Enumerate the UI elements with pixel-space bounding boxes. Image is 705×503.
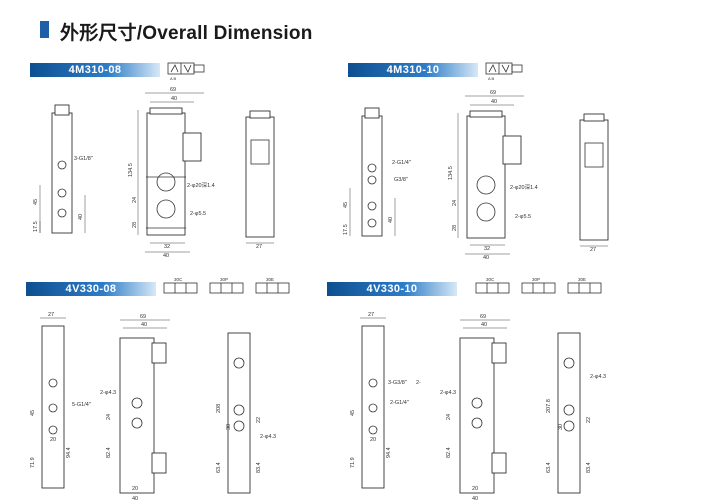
dim-69: 69: [170, 87, 176, 93]
dim-208: 208: [216, 404, 222, 413]
valve-symbols-4v330-08: 30C 30P 30E: [163, 277, 290, 294]
drawing-4m310-10: 45 17.5 40 2-G1/4" G3/8" 69 40 134.5 24 …: [343, 90, 609, 261]
dim-40-top: 40: [481, 322, 487, 328]
drawing-4m310-08: 45 17.5 40 3-G1/8" 69 40 134.5 24 28 2-φ…: [33, 87, 275, 259]
dim-94-4: 94.4: [386, 447, 392, 458]
dim-40-bottom: 40: [483, 255, 489, 261]
dim-27: 27: [256, 244, 262, 250]
dim-28: 28: [132, 222, 138, 228]
dim-24: 24: [132, 197, 138, 203]
symbol-label-30e: 30E: [266, 277, 274, 282]
dim-134-5: 134.5: [448, 166, 454, 180]
dim-40: 40: [388, 217, 394, 223]
drawing-4v330-10: 27 3-G3/8" 2-G1/4" 2- 45 20 71.9 94.4 69…: [350, 312, 606, 502]
dim-63-4: 63.4: [216, 462, 222, 473]
dim-83-4: 83.4: [586, 462, 592, 473]
port-label: 5-G1/4": [72, 402, 91, 408]
dim-40-top: 40: [171, 96, 177, 102]
dim-32: 32: [484, 246, 490, 252]
dim-17-5: 17.5: [33, 221, 39, 232]
dim-27: 27: [368, 312, 374, 318]
section-bar-4v330-08: 4V330-08: [26, 282, 156, 296]
dim-20-bottom: 20: [132, 486, 138, 492]
dim-69: 69: [490, 90, 496, 96]
dim-45: 45: [30, 410, 36, 416]
dim-40-bottom: 40: [132, 496, 138, 502]
dim-82-4: 82.4: [446, 447, 452, 458]
symbol-label-30e: 30E: [578, 277, 586, 282]
section-bar-4m310-08: 4M310-08: [30, 63, 160, 77]
mount-hole-label: 2-φ4.3: [440, 390, 456, 396]
dim-134-5: 134.5: [128, 163, 134, 177]
port-label: 3-G1/8": [74, 156, 93, 162]
dim-45: 45: [343, 202, 349, 208]
port-label: 3-G3/8": [388, 380, 407, 386]
dim-69: 69: [480, 314, 486, 320]
dim-22: 22: [586, 417, 592, 423]
port-label-alt: 2-G1/4": [390, 400, 409, 406]
mount-hole-label-right: 2-φ4.3: [590, 374, 606, 380]
dim-20: 20: [370, 437, 376, 443]
section-bar-4m310-10: 4M310-10: [348, 63, 478, 77]
dim-24: 24: [106, 414, 112, 420]
dim-40-bottom: 40: [472, 496, 478, 502]
valve-symbol-4m310-10: A B: [485, 62, 523, 81]
svg-text:A B: A B: [170, 76, 177, 81]
port-label-hole: 2-φ5.5: [190, 211, 206, 217]
dim-40-top: 40: [491, 99, 497, 105]
dim-17-5: 17.5: [343, 224, 349, 235]
dim-30: 30: [558, 424, 564, 430]
port-label-deep: 2-φ20深1.4: [510, 183, 538, 191]
port-label-deep: 2-φ20深1.4: [187, 181, 215, 189]
port-label: 2-G1/4": [392, 160, 411, 166]
dim-40: 40: [78, 214, 84, 220]
symbol-label-30p: 30P: [532, 277, 540, 282]
dim-40-bottom: 40: [163, 253, 169, 259]
dim-63-4: 63.4: [546, 462, 552, 473]
dim-82-4: 82.4: [106, 447, 112, 458]
dim-71-9: 71.9: [30, 457, 36, 468]
dim-69: 69: [140, 314, 146, 320]
dim-27: 27: [48, 312, 54, 318]
header-accent-mark: [40, 21, 49, 38]
symbol-label-30p: 30P: [220, 277, 228, 282]
svg-text:A B: A B: [488, 76, 495, 81]
drawing-4v330-08: 27 5-G1/4" 45 20 71.9 94.4 69 40 2-φ4.3 …: [30, 312, 276, 502]
dim-28: 28: [452, 225, 458, 231]
mount-hole-label: 2-φ4.3: [100, 390, 116, 396]
dim-20-bottom: 20: [472, 486, 478, 492]
dim-71-9: 71.9: [350, 457, 356, 468]
dim-30: 30: [226, 424, 232, 430]
dim-40-top: 40: [141, 322, 147, 328]
port-label-hole: 2-φ5.5: [515, 214, 531, 220]
port-label-extra: 2-: [416, 380, 421, 386]
dim-24: 24: [452, 200, 458, 206]
page-title: 外形尺寸/Overall Dimension: [60, 23, 313, 44]
dim-32: 32: [164, 244, 170, 250]
port-label-alt: G3/8": [394, 177, 408, 183]
section-bar-4v330-10: 4V330-10: [327, 282, 457, 296]
symbol-label-30c: 30C: [486, 277, 495, 282]
mount-hole-label-right: 2-φ4.3: [260, 434, 276, 440]
symbol-label-30c: 30C: [174, 277, 183, 282]
dim-45: 45: [350, 410, 356, 416]
dim-94-4: 94.4: [66, 447, 72, 458]
dim-27: 27: [590, 247, 596, 253]
dim-20: 20: [50, 437, 56, 443]
valve-symbols-4v330-10: 30C 30P 30E: [475, 277, 602, 294]
dim-45: 45: [33, 199, 39, 205]
dim-83-4: 83.4: [256, 462, 262, 473]
dim-22: 22: [256, 417, 262, 423]
dim-24: 24: [446, 414, 452, 420]
dim-207-8: 207.8: [546, 399, 552, 413]
valve-symbol-4m310-08: A B: [167, 62, 205, 81]
